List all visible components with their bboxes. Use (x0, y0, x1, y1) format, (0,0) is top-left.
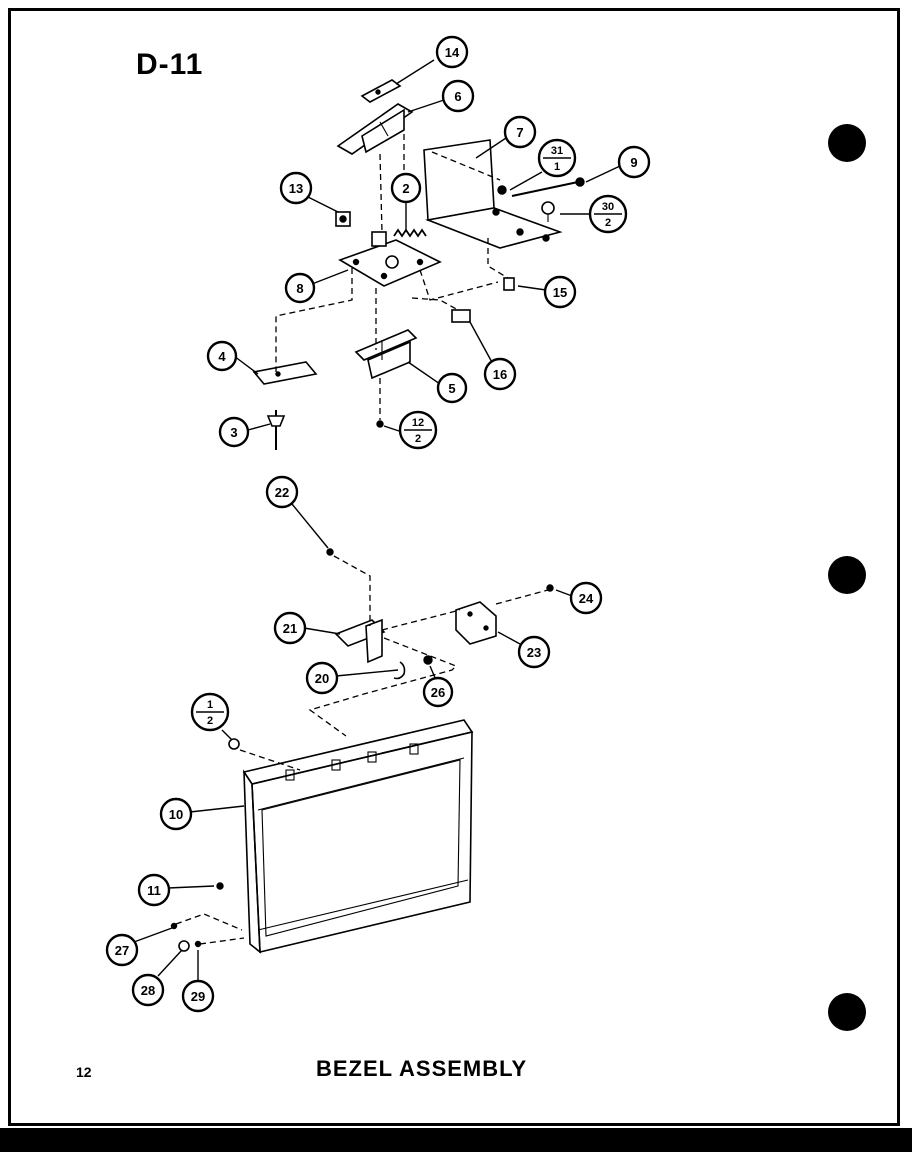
part-15-bolt (503, 277, 515, 291)
callout-15: 15 (543, 275, 577, 309)
page-title: BEZEL ASSEMBLY (316, 1056, 528, 1081)
svg-text:3: 3 (230, 425, 237, 440)
callout-6: 6 (441, 79, 475, 113)
svg-text:5: 5 (448, 381, 455, 396)
part-12-screw (376, 420, 384, 428)
binder-hole-bottom (828, 993, 866, 1031)
leader-lines (133, 59, 621, 980)
svg-text:2: 2 (207, 715, 213, 727)
part-7-panel (423, 139, 563, 249)
callout-7: 7 (503, 115, 537, 149)
callout-23: 23 (517, 635, 551, 669)
part-14-clip (360, 79, 402, 103)
svg-text:10: 10 (169, 807, 183, 822)
svg-text:1: 1 (207, 699, 213, 711)
svg-text:8: 8 (296, 281, 303, 296)
part-23-switch (455, 601, 497, 645)
svg-text:1: 1 (554, 161, 560, 173)
part-13-nut (335, 211, 351, 227)
callout-20: 20 (305, 661, 339, 695)
svg-text:16: 16 (493, 367, 507, 382)
page-code: D-11 (136, 48, 204, 81)
part-20-clip (393, 661, 406, 680)
svg-text:13: 13 (289, 181, 303, 196)
part-22-screw (326, 548, 334, 556)
callout-4: 4 (206, 340, 238, 372)
scan-edge-strip (0, 1128, 912, 1152)
svg-text:6: 6 (454, 89, 461, 104)
part-4-clip (252, 361, 318, 385)
svg-text:21: 21 (283, 621, 297, 636)
svg-text:15: 15 (553, 285, 567, 300)
callout-2: 2 (390, 172, 422, 204)
part-24-screw (546, 584, 554, 592)
callout-13: 13 (279, 171, 313, 205)
callout-29: 29 (181, 979, 215, 1013)
svg-text:7: 7 (516, 125, 523, 140)
svg-text:31: 31 (551, 145, 563, 157)
page-border (8, 8, 900, 1126)
svg-text:24: 24 (579, 591, 594, 606)
part-6-bracket (336, 103, 414, 155)
part-9-screw (511, 177, 585, 197)
callout-14: 14 (435, 35, 469, 69)
callout-30-2: 30 2 (588, 194, 628, 234)
callout-31-1: 31 1 (537, 138, 577, 178)
svg-text:2: 2 (415, 433, 421, 445)
part-27-screw (170, 922, 178, 930)
callout-16: 16 (483, 357, 517, 391)
part-16-switch (451, 309, 471, 323)
callout-28: 28 (131, 973, 165, 1007)
callout-22: 22 (265, 475, 299, 509)
callout-1-2: 1 2 (190, 692, 230, 732)
svg-text:2: 2 (605, 217, 611, 229)
svg-text:2: 2 (402, 181, 409, 196)
svg-text:28: 28 (141, 983, 155, 998)
svg-text:20: 20 (315, 671, 329, 686)
callout-9: 9 (617, 145, 651, 179)
part-1-nut (228, 738, 240, 750)
callout-3: 3 (218, 416, 250, 448)
part-10-bezel-frame (242, 719, 474, 954)
part-26-nut (423, 655, 433, 665)
part-8-plate (338, 231, 442, 287)
callout-5: 5 (436, 372, 468, 404)
svg-text:22: 22 (275, 485, 289, 500)
part-28-washer (178, 940, 190, 952)
callout-21: 21 (273, 611, 307, 645)
callout-27: 27 (105, 933, 139, 967)
callout-8: 8 (284, 272, 316, 304)
svg-text:14: 14 (445, 45, 460, 60)
callout-11: 11 (137, 873, 171, 907)
part-21-bracket (334, 618, 386, 664)
svg-text:11: 11 (147, 883, 161, 898)
binder-hole-top (828, 124, 866, 162)
part-5-bracket (354, 329, 418, 380)
svg-text:23: 23 (527, 645, 541, 660)
callout-12-2: 12 2 (398, 410, 438, 450)
binder-hole-middle (828, 556, 866, 594)
page-number: 12 (76, 1064, 92, 1080)
part-30-knob (541, 201, 555, 222)
svg-text:12: 12 (412, 417, 424, 429)
svg-text:26: 26 (431, 685, 445, 700)
svg-text:4: 4 (218, 349, 226, 364)
part-11-screw (216, 882, 224, 890)
callout-24: 24 (569, 581, 603, 615)
svg-text:30: 30 (602, 201, 614, 213)
part-3-pin (266, 410, 286, 450)
svg-text:29: 29 (191, 989, 205, 1004)
svg-text:27: 27 (115, 943, 129, 958)
callout-10: 10 (159, 797, 193, 831)
svg-text:9: 9 (630, 155, 637, 170)
callout-26: 26 (422, 676, 454, 708)
part-2-spring (393, 228, 427, 238)
part-29-screw (194, 940, 202, 948)
